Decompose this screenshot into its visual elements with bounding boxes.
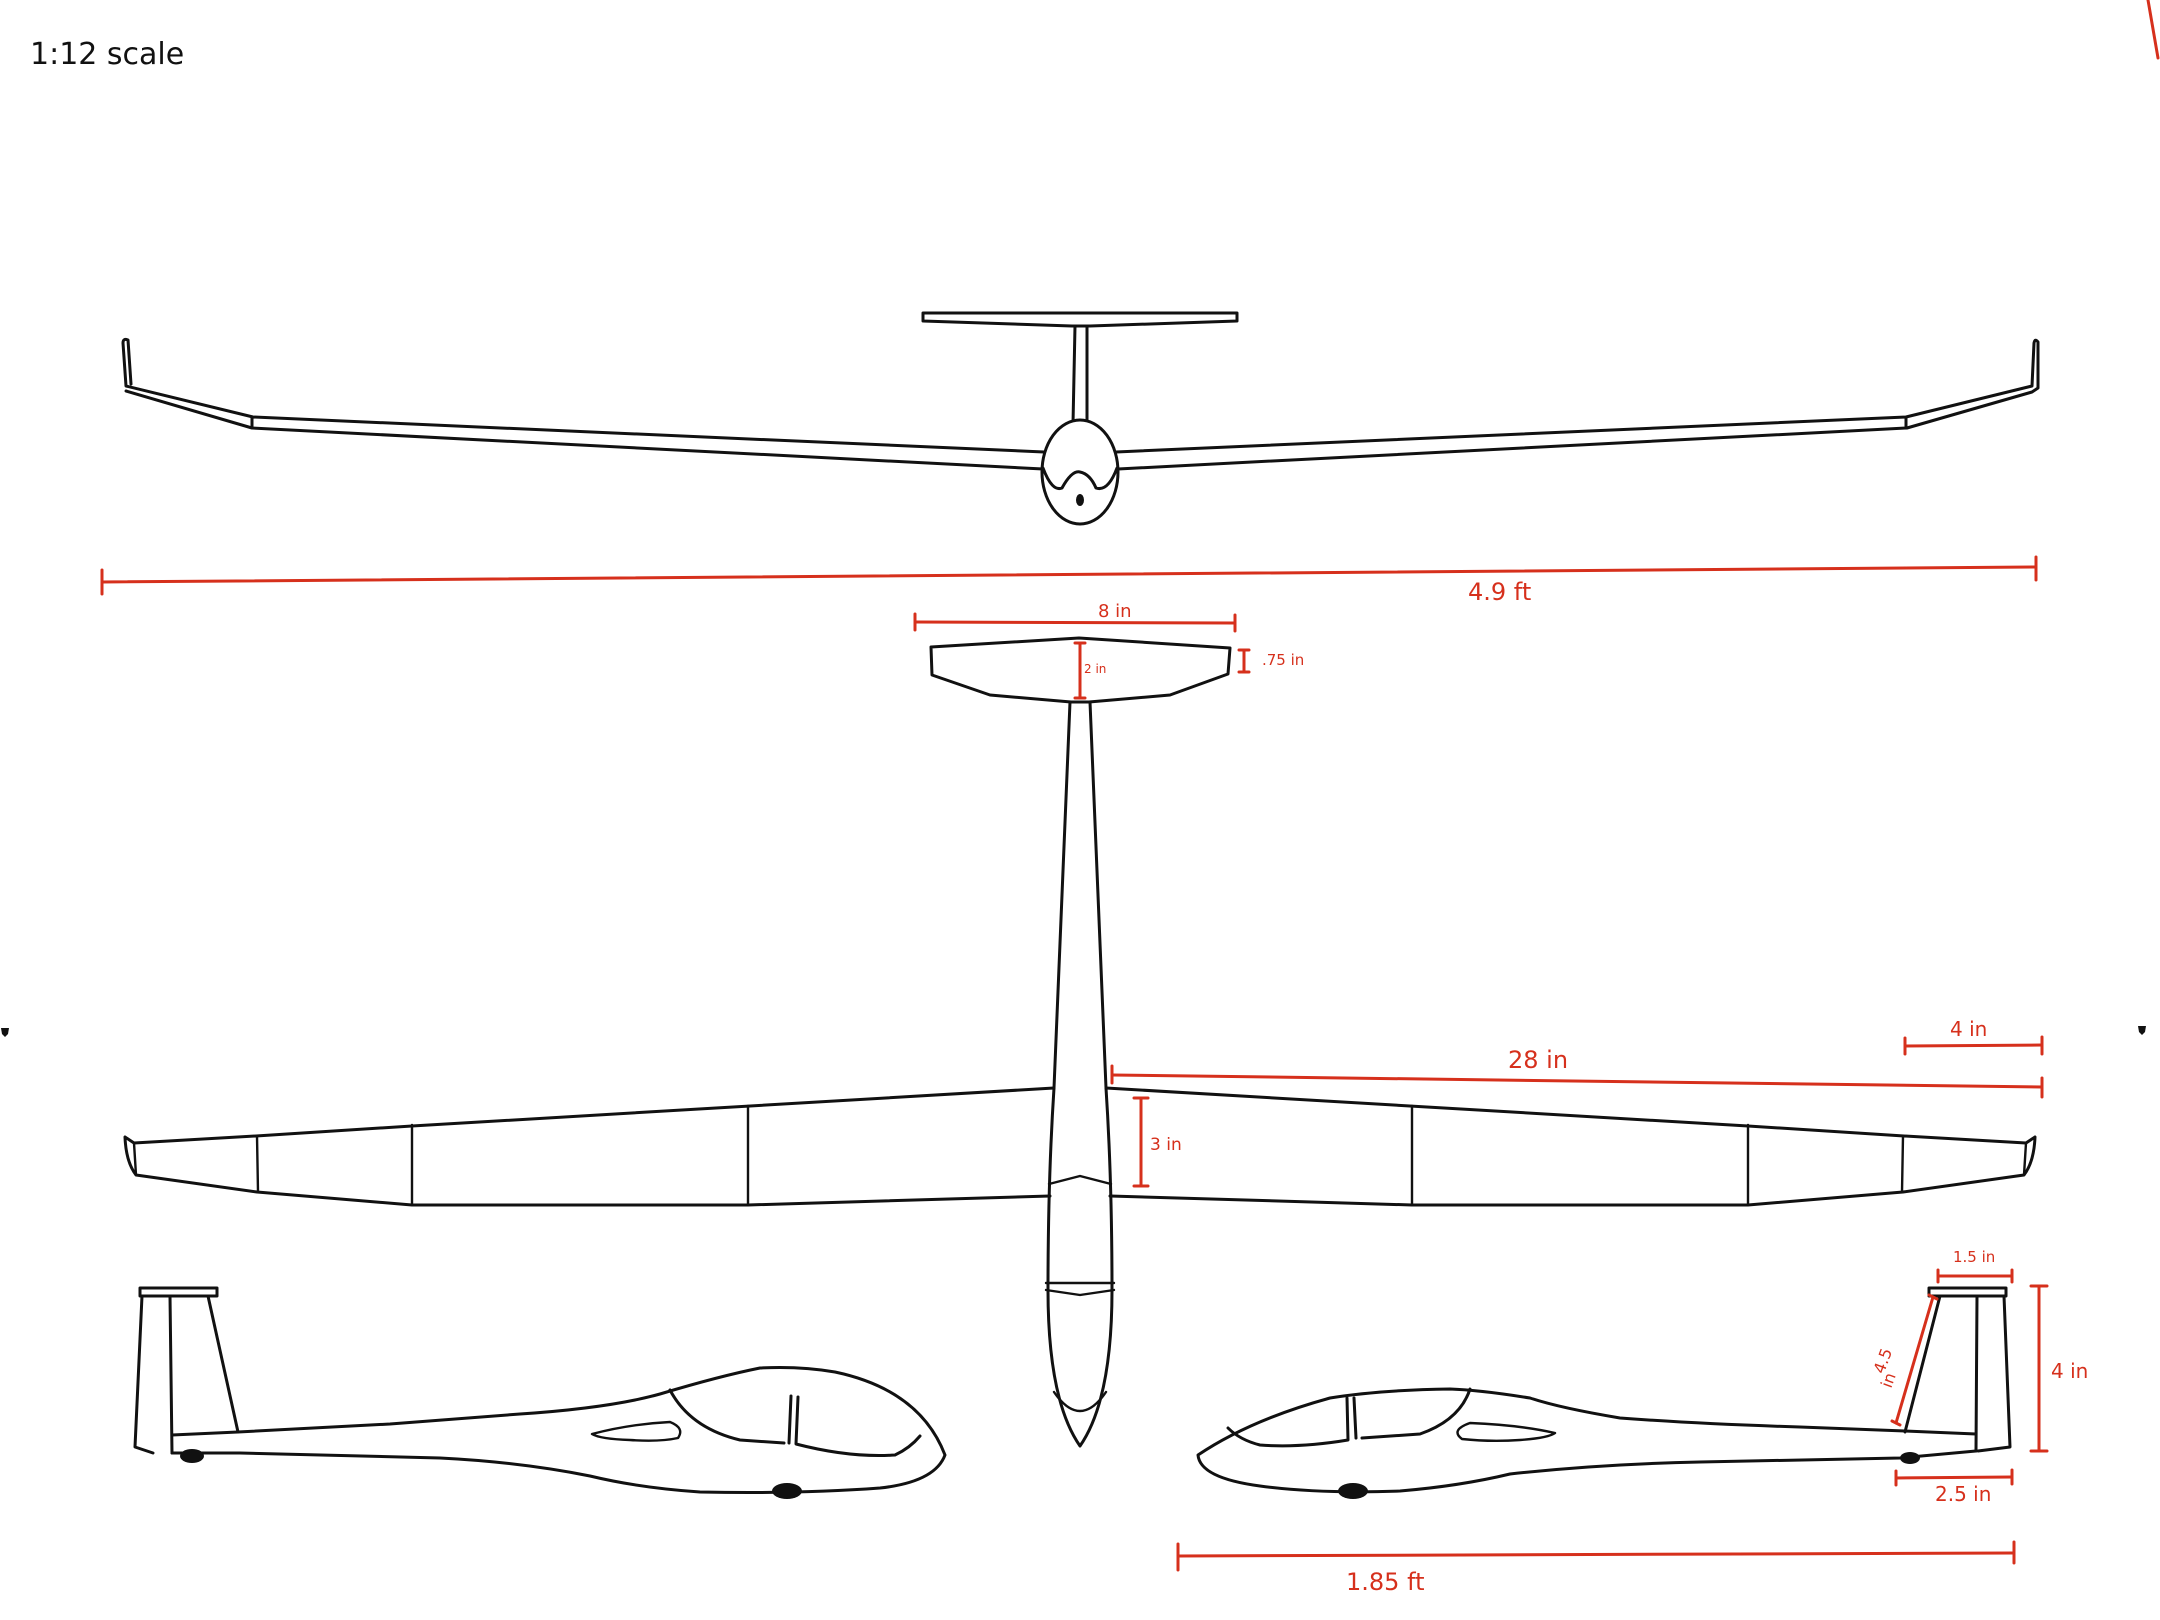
fin-height-label: 4 in bbox=[2051, 1359, 2088, 1383]
wingspan-dimension: 4.9 ft bbox=[100, 555, 2038, 606]
stray-red-stroke bbox=[2146, 0, 2160, 60]
top-right-wing bbox=[1104, 1086, 2037, 1207]
wingspan-label: 4.9 ft bbox=[1468, 578, 1531, 606]
top-canopy-rear bbox=[1044, 1281, 1116, 1297]
top-canopy-front bbox=[1047, 1174, 1113, 1186]
side-left-main-wheel bbox=[772, 1483, 802, 1499]
side-left-canopy bbox=[668, 1388, 922, 1458]
htail-dimensions: 8 in 2 in .75 in bbox=[913, 601, 1304, 700]
side-left-fin bbox=[133, 1286, 240, 1455]
side-view-right bbox=[1196, 1286, 2012, 1499]
htail-root-chord-label: 2 in bbox=[1084, 662, 1106, 676]
top-view bbox=[123, 636, 2037, 1448]
front-view bbox=[121, 311, 2040, 526]
wingtip-section-label: 4 in bbox=[1950, 1017, 1987, 1041]
side-right-fin bbox=[1903, 1286, 2012, 1453]
top-left-wing bbox=[123, 1086, 1056, 1207]
fin-root-chord-label: 2.5 in bbox=[1935, 1482, 1991, 1506]
side-right-main-wheel bbox=[1338, 1483, 1368, 1499]
front-canopy-line bbox=[1041, 466, 1119, 491]
side-view-left bbox=[133, 1286, 947, 1499]
side-right-fuselage bbox=[1196, 1387, 1978, 1494]
top-left-wing-panels bbox=[132, 1104, 750, 1207]
fin-dimensions: 1.5 in 4 in 4.5 in 2.5 in bbox=[1870, 1248, 2089, 1506]
side-left-wing-root bbox=[590, 1420, 682, 1442]
side-right-tail-wheel bbox=[1900, 1452, 1920, 1464]
top-fuselage bbox=[1046, 700, 1114, 1448]
front-nose-wheel bbox=[1076, 494, 1084, 506]
front-left-wing bbox=[121, 337, 1046, 471]
side-right-wing-root bbox=[1456, 1421, 1557, 1442]
side-right-canopy bbox=[1226, 1387, 1472, 1448]
fuselage-length-dimension: 1.85 ft bbox=[1176, 1540, 2016, 1596]
side-left-fuselage bbox=[170, 1366, 947, 1494]
top-htail bbox=[929, 636, 1232, 704]
htail-span-label: 8 in bbox=[1098, 601, 1132, 622]
wing-root-chord-label: 3 in bbox=[1150, 1135, 1182, 1155]
front-fin bbox=[1071, 324, 1089, 426]
wing-dimensions: 28 in 4 in 3 in bbox=[1110, 1017, 2044, 1188]
htail-tip-chord-label: .75 in bbox=[1262, 651, 1304, 669]
front-right-wing bbox=[1114, 338, 2040, 471]
top-right-wing-panels bbox=[1410, 1104, 2028, 1207]
top-nose-cap bbox=[1052, 1390, 1108, 1412]
fin-top-chord-label: 1.5 in bbox=[1953, 1248, 1995, 1266]
half-span-label: 28 in bbox=[1508, 1046, 1568, 1074]
front-htail bbox=[921, 311, 1239, 328]
side-left-tail-wheel bbox=[180, 1449, 204, 1463]
edge-dot-right bbox=[2138, 1026, 2146, 1035]
fuselage-length-label: 1.85 ft bbox=[1346, 1568, 1425, 1596]
scale-label: 1:12 scale bbox=[30, 37, 184, 72]
fin-le-label-bottom: in bbox=[1877, 1370, 1900, 1390]
edge-dot-left bbox=[1, 1028, 9, 1037]
